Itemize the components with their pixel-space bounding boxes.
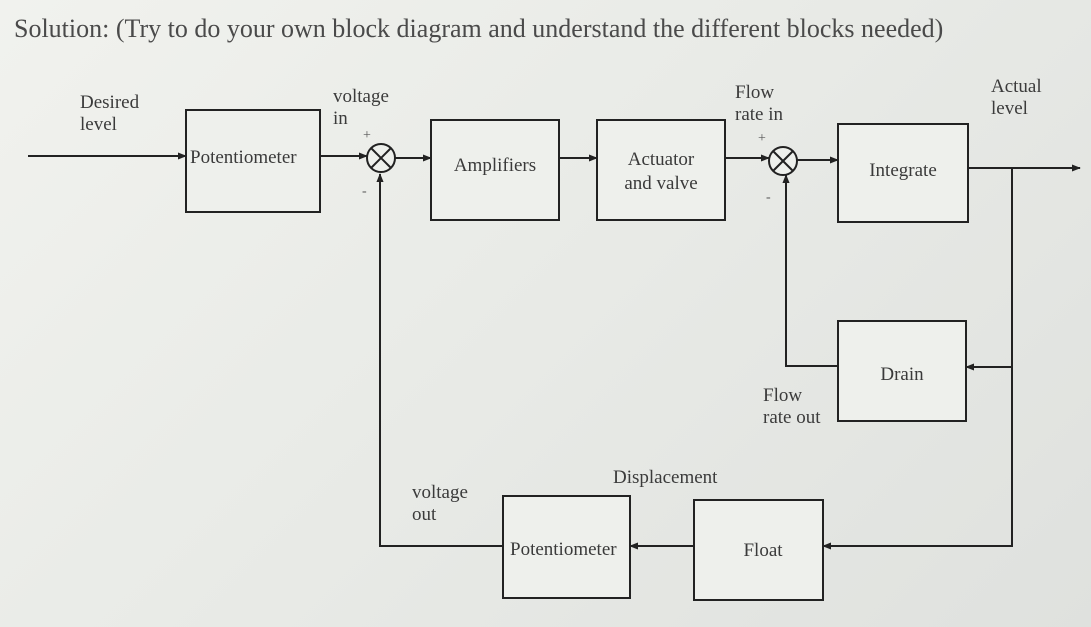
actuator-label-line1: Actuator <box>628 149 695 170</box>
actual-level-label: Actual level <box>991 76 1042 119</box>
line-pot-out-to-sum1 <box>376 173 503 547</box>
solution-heading: Solution: (Try to do your own block diag… <box>14 14 944 43</box>
sum1-plus-sign: + <box>363 128 371 143</box>
amplifiers-block <box>430 119 560 221</box>
potentiometer-input-label: Potentiometer <box>190 147 297 168</box>
voltage-out-label: voltage out <box>412 482 468 525</box>
potentiometer-feedback-block <box>502 495 631 599</box>
sum2-minus-sign: - <box>766 190 771 205</box>
desired-level-label: Desired level <box>80 92 140 135</box>
potentiometer-feedback-label: Potentiometer <box>510 539 617 560</box>
amplifiers-label: Amplifiers <box>454 155 536 176</box>
potentiometer-input-block <box>185 109 321 213</box>
voltage-in-label: voltage in <box>333 86 389 129</box>
summing-junction-2 <box>768 146 798 176</box>
line-drain-to-sum2 <box>782 174 838 367</box>
integrate-label: Integrate <box>869 160 937 181</box>
actuator-label-line2: and valve <box>624 173 697 194</box>
summing-junction-1 <box>366 143 396 173</box>
drain-label: Drain <box>880 364 924 385</box>
flow-rate-in-label: Flow rate in <box>735 82 784 125</box>
sum1-minus-sign: - <box>362 184 367 199</box>
actuator-valve-block <box>596 119 726 221</box>
line-branch-to-float <box>822 168 1013 550</box>
sum2-plus-sign: + <box>758 131 766 146</box>
displacement-label: Displacement <box>613 467 718 488</box>
flow-rate-out-label: Flow rate out <box>763 385 821 428</box>
float-label: Float <box>743 540 783 561</box>
float-block <box>693 499 824 601</box>
drain-block <box>837 320 967 422</box>
integrate-block <box>837 123 969 223</box>
